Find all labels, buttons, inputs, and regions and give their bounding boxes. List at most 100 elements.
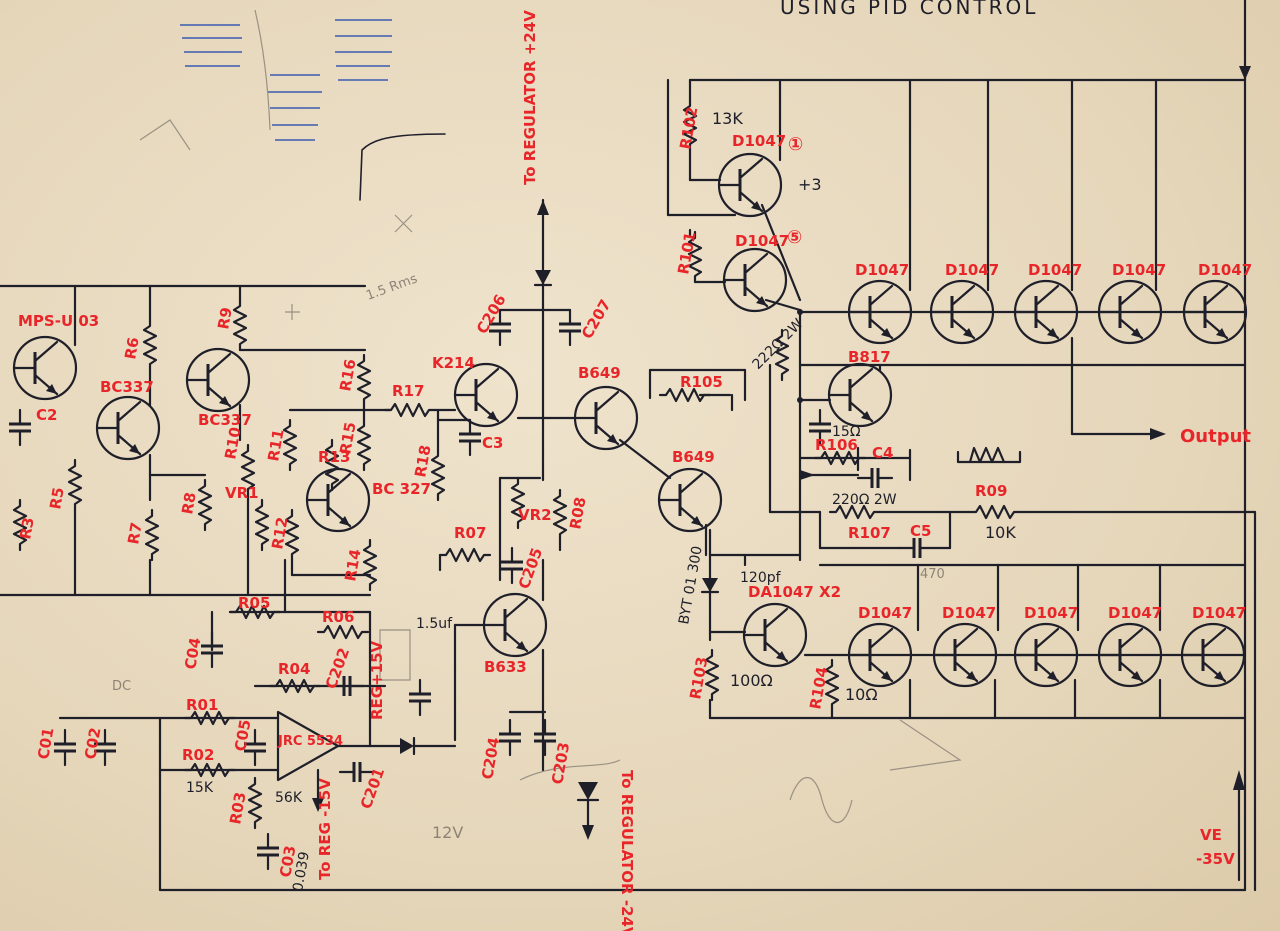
label-q-b649b: B649 bbox=[672, 448, 715, 466]
label-to-reg-neg15: To REG -15V bbox=[316, 778, 334, 880]
label-r107: R107 bbox=[848, 524, 891, 542]
label-diode-byt: BYT 01 300 bbox=[676, 545, 706, 626]
page-title: USING PID CONTROL bbox=[780, 0, 1038, 19]
label-r102-value: 13K bbox=[712, 109, 743, 128]
label-vr1: VR1 bbox=[225, 484, 259, 502]
label-q-bc337b: BC337 bbox=[198, 411, 252, 429]
label-r104: R104 bbox=[806, 665, 831, 710]
label-upper-q5: D1047 bbox=[1198, 261, 1252, 279]
label-q-k214: K214 bbox=[432, 354, 475, 372]
pencil-note-rms: 1.5 Rms bbox=[364, 271, 419, 303]
input-stage bbox=[0, 284, 457, 597]
label-r-220: 220Ω 2W bbox=[832, 492, 897, 508]
label-opamp: JRC 5534 bbox=[277, 734, 343, 749]
label-c05: C05 bbox=[231, 718, 254, 753]
label-q-mps: MPS-U 03 bbox=[18, 312, 99, 330]
upper-output-bank bbox=[798, 78, 1248, 440]
pencil-scribbles bbox=[139, 9, 962, 823]
label-r104-value: 10Ω bbox=[845, 685, 878, 704]
label-c03-value: 0.039 bbox=[290, 850, 313, 892]
label-ve-value: -35V bbox=[1196, 850, 1235, 868]
label-c5: C5 bbox=[910, 522, 931, 540]
label-output: Output bbox=[1180, 426, 1251, 447]
label-q-b817: B817 bbox=[848, 348, 891, 366]
label-q-bc337a: BC337 bbox=[100, 378, 154, 396]
label-c2: C2 bbox=[36, 406, 57, 424]
label-reg-pos15: REG+15V bbox=[368, 640, 386, 720]
label-c207: C207 bbox=[578, 296, 615, 342]
label-r09: R09 bbox=[975, 482, 1007, 500]
label-r04: R04 bbox=[278, 660, 310, 678]
label-r3: R3 bbox=[16, 516, 38, 541]
label-q-b649a: B649 bbox=[578, 364, 621, 382]
label-r16: R16 bbox=[336, 358, 359, 393]
label-r13: R13 bbox=[318, 448, 350, 466]
label-1-5uf: 1.5uf bbox=[416, 616, 453, 632]
label-q-b633: B633 bbox=[484, 658, 527, 676]
label-r12: R12 bbox=[268, 516, 291, 551]
label-lower-q2: D1047 bbox=[942, 604, 996, 622]
label-lower-q5: D1047 bbox=[1192, 604, 1246, 622]
opamp-stage bbox=[52, 558, 457, 871]
label-lower-q4: D1047 bbox=[1108, 604, 1162, 622]
label-r01: R01 bbox=[186, 696, 218, 714]
label-upper-q4: D1047 bbox=[1112, 261, 1166, 279]
label-r11: R11 bbox=[264, 428, 287, 463]
label-r06: R06 bbox=[322, 608, 354, 626]
label-upper-q2: D1047 bbox=[945, 261, 999, 279]
label-r8: R8 bbox=[178, 491, 200, 516]
label-to-regulator-pos: To REGULATOR +24V bbox=[521, 10, 539, 185]
lower-output-bank bbox=[708, 563, 1247, 720]
label-to-regulator-neg: To REGULATOR -24V bbox=[618, 770, 636, 931]
label-marker-5: ⑤ bbox=[787, 227, 802, 248]
label-r03: R03 bbox=[226, 791, 249, 826]
label-vr2: VR2 bbox=[518, 506, 552, 524]
label-q-da1047: DA1047 X2 bbox=[748, 583, 841, 601]
label-q-bc327: BC 327 bbox=[372, 480, 431, 498]
label-r17: R17 bbox=[392, 382, 424, 400]
label-12v: 12V bbox=[432, 823, 463, 842]
driver-stage bbox=[666, 78, 1257, 892]
label-r02: R02 bbox=[182, 746, 214, 764]
label-r15: R15 bbox=[336, 421, 359, 456]
label-upper-q1: D1047 bbox=[855, 261, 909, 279]
label-ve: VE bbox=[1200, 826, 1222, 844]
label-c4: C4 bbox=[872, 444, 893, 462]
label-r02-value: 15K bbox=[186, 780, 214, 796]
label-marker-1: ① bbox=[788, 134, 803, 155]
label-r09-value: 10K bbox=[985, 523, 1016, 542]
label-c01: C01 bbox=[34, 726, 57, 761]
label-lower-q1: D1047 bbox=[858, 604, 912, 622]
label-lower-q3: D1047 bbox=[1024, 604, 1078, 622]
pencil-note-470: 470 bbox=[920, 567, 945, 582]
label-r14: R14 bbox=[341, 548, 364, 583]
label-r9: R9 bbox=[214, 306, 236, 331]
pencil-note-dc: DC bbox=[112, 679, 131, 694]
label-c04: C04 bbox=[181, 636, 204, 671]
power-rails bbox=[158, 0, 1251, 892]
label-56k: 56K bbox=[275, 790, 303, 806]
label-r7: R7 bbox=[124, 521, 146, 546]
label-15-ohm: 15Ω bbox=[832, 424, 861, 440]
label-c203: C203 bbox=[548, 741, 573, 786]
label-upper-q3: D1047 bbox=[1028, 261, 1082, 279]
label-r10: R10 bbox=[221, 426, 244, 461]
mid-stage bbox=[430, 198, 747, 840]
label-r103: R103 bbox=[686, 655, 711, 700]
label-r106: R106 bbox=[815, 436, 858, 454]
label-c02: C02 bbox=[81, 726, 104, 761]
label-c3: C3 bbox=[482, 434, 503, 452]
label-q-d1047-2: D1047 bbox=[735, 232, 789, 250]
label-r05: R05 bbox=[238, 594, 270, 612]
label-r105: R105 bbox=[680, 373, 723, 391]
label-r102: R102 bbox=[676, 105, 701, 150]
label-c03: C03 bbox=[276, 844, 299, 879]
label-r07: R07 bbox=[454, 524, 486, 542]
label-r5: R5 bbox=[46, 486, 68, 511]
label-r18: R18 bbox=[411, 444, 434, 479]
lower-driver bbox=[700, 528, 840, 720]
label-r103-value: 100Ω bbox=[730, 671, 773, 690]
label-c204: C204 bbox=[478, 736, 503, 781]
